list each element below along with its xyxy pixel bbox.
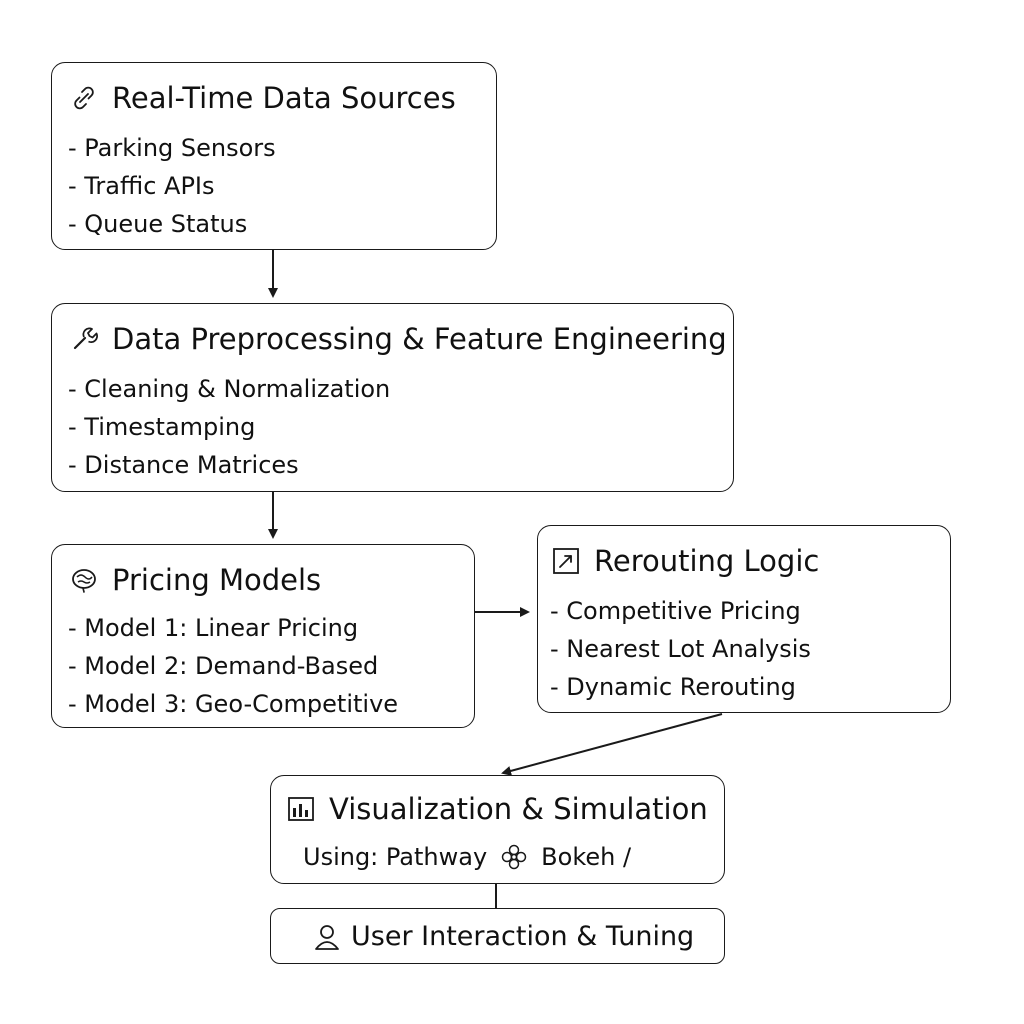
user-icon bbox=[313, 923, 341, 951]
node-items-list: - Cleaning & Normalization - Timestampin… bbox=[68, 370, 390, 484]
node-title-text: Rerouting Logic bbox=[594, 544, 820, 578]
node-title-real-time-data-sources: Real-Time Data Sources bbox=[70, 81, 456, 115]
trend-arrow-icon bbox=[552, 547, 580, 575]
list-item: - Dynamic Rerouting bbox=[550, 673, 796, 701]
list-item: - Cleaning & Normalization bbox=[68, 375, 391, 403]
node-title-text: Visualization & Simulation bbox=[329, 792, 708, 826]
node-title-pricing-models: Pricing Models bbox=[70, 563, 321, 597]
bar-chart-icon bbox=[287, 795, 315, 823]
node-title-user-interaction: User Interaction & Tuning bbox=[313, 921, 694, 952]
node-title-data-preprocessing: Data Preprocessing & Feature Engineering bbox=[70, 322, 727, 356]
tools-suffix: Bokeh / bbox=[541, 843, 632, 871]
flower-icon bbox=[499, 842, 529, 872]
list-item: - Model 1: Linear Pricing bbox=[68, 614, 359, 642]
list-item: - Nearest Lot Analysis bbox=[550, 635, 811, 663]
tools-line: Using: Pathway Bokeh / bbox=[303, 842, 631, 872]
node-title-visualization: Visualization & Simulation bbox=[287, 792, 708, 826]
list-item: - Traffic APIs bbox=[68, 172, 215, 200]
wrench-icon bbox=[70, 325, 98, 353]
node-title-text: User Interaction & Tuning bbox=[351, 921, 695, 952]
node-real-time-data-sources: Real-Time Data Sources - Parking Sensors… bbox=[51, 62, 497, 250]
node-items-list: - Parking Sensors - Traffic APIs - Queue… bbox=[68, 129, 276, 243]
node-data-preprocessing: Data Preprocessing & Feature Engineering… bbox=[51, 303, 734, 492]
list-item: - Parking Sensors bbox=[68, 134, 276, 162]
brain-icon bbox=[70, 566, 98, 594]
list-item: - Queue Status bbox=[68, 210, 248, 238]
list-item: - Model 2: Demand-Based bbox=[68, 652, 379, 680]
node-items-list: - Model 1: Linear Pricing - Model 2: Dem… bbox=[68, 609, 398, 723]
list-item: - Timestamping bbox=[68, 413, 256, 441]
list-item: - Distance Matrices bbox=[68, 451, 299, 479]
link-icon bbox=[70, 84, 98, 112]
node-visualization-simulation: Visualization & Simulation Using: Pathwa… bbox=[270, 775, 725, 884]
list-item: - Competitive Pricing bbox=[550, 597, 801, 625]
node-items-list: - Competitive Pricing - Nearest Lot Anal… bbox=[550, 592, 811, 706]
tools-prefix: Using: Pathway bbox=[303, 843, 488, 871]
arrow-rerouting-to-visualization bbox=[501, 713, 723, 776]
node-title-text: Real-Time Data Sources bbox=[112, 81, 456, 115]
node-rerouting-logic: Rerouting Logic - Competitive Pricing - … bbox=[537, 525, 951, 713]
node-title-text: Pricing Models bbox=[112, 563, 322, 597]
node-title-rerouting-logic: Rerouting Logic bbox=[552, 544, 819, 578]
list-item: - Model 3: Geo-Competitive bbox=[68, 690, 399, 718]
node-pricing-models: Pricing Models - Model 1: Linear Pricing… bbox=[51, 544, 475, 728]
node-title-text: Data Preprocessing & Feature Engineering bbox=[112, 322, 727, 356]
node-user-interaction: User Interaction & Tuning bbox=[270, 908, 725, 964]
